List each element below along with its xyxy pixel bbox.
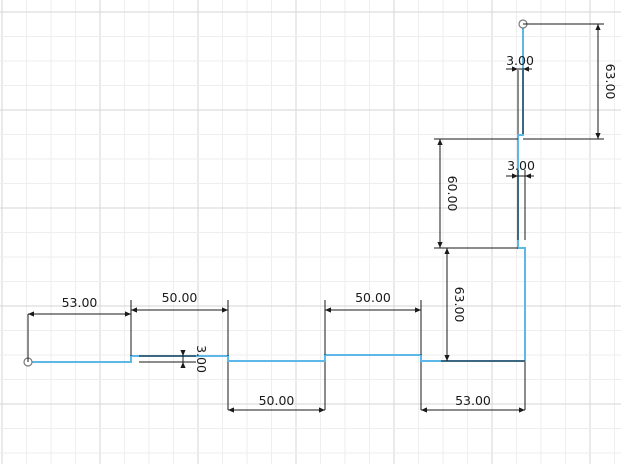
dimension-seg3: 50.00	[227, 362, 326, 413]
dimension-seg4: 50.00	[324, 290, 422, 355]
dimension-value: 3.00	[194, 345, 209, 373]
dimension-value: 63.00	[603, 64, 618, 100]
dimension-arrowhead	[437, 139, 443, 145]
dimension-layer: 53.00 50.00 50.00 50.00 53.00 63.00 60.00 63.00…	[27, 23, 618, 413]
dimension-arrowhead	[519, 407, 525, 413]
dimension-arrowhead	[444, 355, 450, 361]
dimension-value: 3.00	[506, 53, 534, 68]
dimension-value: 53.00	[62, 295, 98, 310]
dimension-arrowhead	[28, 311, 34, 317]
dimension-arrowhead	[325, 307, 331, 313]
dimension-arrowhead	[512, 173, 518, 179]
dimension-rise-lower: 63.00	[441, 247, 525, 362]
dimension-arrowhead	[512, 66, 518, 72]
dimension-value: 63.00	[452, 287, 467, 323]
dimension-step-offset-3: 3.00	[506, 158, 535, 240]
dimension-arrowhead	[444, 248, 450, 254]
dimension-arrowhead	[131, 307, 137, 313]
dimension-rise-upper: 63.00	[523, 23, 618, 140]
dimension-arrowhead	[421, 407, 427, 413]
dimension-arrowhead	[525, 173, 531, 179]
dimension-arrowhead	[180, 350, 186, 356]
dimension-arrowhead	[319, 407, 325, 413]
dimension-step-offset-1: 3.00	[139, 345, 209, 373]
dimension-value: 50.00	[259, 393, 295, 408]
dimension-rise-middle: 60.00	[434, 138, 518, 249]
dimension-value: 60.00	[445, 176, 460, 212]
dimension-step-offset-2: 3.00	[506, 53, 534, 134]
dimension-arrowhead	[228, 407, 234, 413]
dimension-seg2: 50.00	[130, 290, 229, 356]
dimension-arrowhead	[595, 24, 601, 30]
dimension-arrowhead	[180, 362, 186, 368]
dimension-arrowhead	[222, 307, 228, 313]
dimension-arrowhead	[523, 66, 529, 72]
dimension-value: 50.00	[162, 290, 198, 305]
dimension-arrowhead	[595, 133, 601, 139]
dimension-value: 53.00	[455, 393, 491, 408]
dimension-value: 3.00	[507, 158, 535, 173]
dimension-seg1: 53.00	[27, 295, 132, 362]
dimension-arrowhead	[437, 242, 443, 248]
dimension-value: 50.00	[355, 290, 391, 305]
dimension-arrowhead	[415, 307, 421, 313]
dimension-arrowhead	[125, 311, 131, 317]
dimension-seg5: 53.00	[420, 362, 526, 413]
